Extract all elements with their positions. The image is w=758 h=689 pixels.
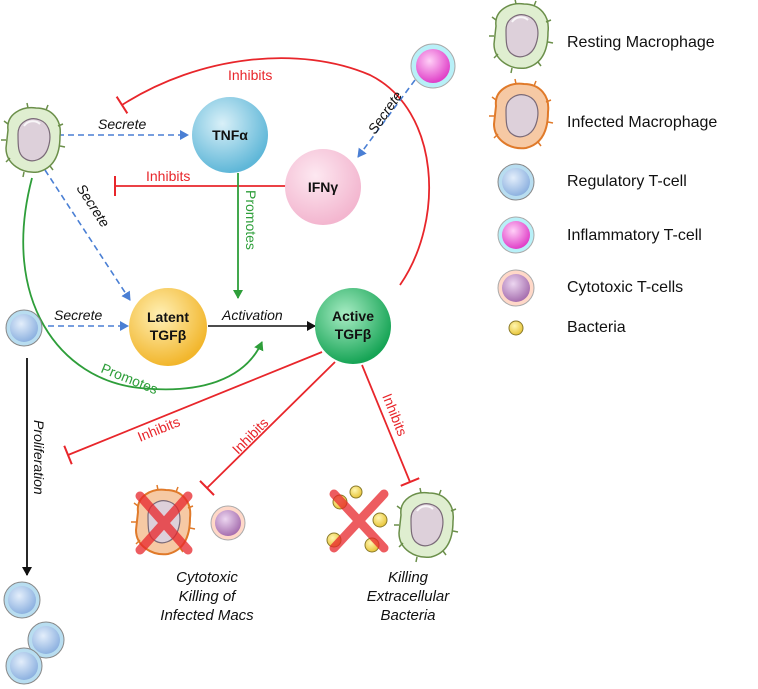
caption-killing: Killing Extracellular Bacteria — [367, 569, 451, 624]
promotes-label-tnfa: Promotes — [243, 190, 259, 250]
secrete-arrow-mac-latent — [44, 169, 131, 301]
cytotoxic-t-cell — [210, 505, 246, 541]
active-tgfb-label-2: TGFβ — [335, 326, 372, 342]
inhibits-label-ifny: Inhibits — [146, 168, 190, 184]
regulatory-t-cell-left — [5, 309, 43, 347]
legend-resting-label: Resting Macrophage — [567, 34, 715, 51]
x-mark-bacteria — [329, 489, 389, 553]
latent-tgfb-label-1: Latent — [147, 309, 189, 325]
x-mark-infected — [135, 491, 193, 555]
active-tgfb-node: Active TGFβ — [315, 288, 391, 364]
legend-regulatory-label: Regulatory T-cell — [567, 173, 687, 190]
svg-text:Cytotoxic: Cytotoxic — [176, 569, 238, 586]
regulatory-t-cell-prolif-1 — [3, 581, 41, 619]
active-tgfb-label-1: Active — [332, 308, 374, 324]
latent-tgfb-node: Latent TGFβ — [129, 288, 207, 366]
inhibit-arc-active-to-macrophage — [115, 57, 431, 286]
cytotoxic-t-cell-icon — [497, 269, 535, 307]
inflammatory-t-cell-top — [410, 43, 456, 89]
inflammatory-t-cell-icon — [497, 216, 535, 254]
svg-text:Killing of: Killing of — [179, 588, 238, 605]
inhibit-arrow-active-cytotoxic — [199, 361, 336, 496]
inhibit-arrow-active-proliferation — [63, 351, 323, 465]
promotes-label-mac: Promotes — [99, 360, 161, 397]
bacteria-icon — [508, 320, 524, 336]
svg-text:Extracellular: Extracellular — [367, 588, 451, 605]
regulatory-t-cell-icon — [497, 163, 535, 201]
caption-cytotoxic: Cytotoxic Killing of Infected Macs — [160, 569, 254, 624]
secrete-label-treg: Secrete — [54, 307, 102, 323]
regulatory-t-cell-prolif-2 — [27, 621, 65, 659]
svg-text:Infected Macs: Infected Macs — [160, 607, 254, 624]
legend: Resting Macrophage Infected Macrophage R… — [488, 0, 717, 336]
secrete-label-mac-tnfa: Secrete — [98, 116, 146, 132]
secrete-arrow-inflam-ifny — [357, 79, 416, 158]
legend-cytotoxic-label: Cytotoxic T-cells — [567, 279, 683, 296]
ifny-label: IFNγ — [308, 179, 339, 195]
svg-text:Killing: Killing — [388, 569, 429, 586]
legend-infected-label: Infected Macrophage — [567, 114, 717, 131]
tnfa-label: TNFα — [212, 127, 248, 143]
promote-arrow-mac-activation — [22, 177, 264, 391]
tnfa-node: TNFα — [192, 97, 268, 173]
infected-macrophage-icon — [488, 78, 554, 150]
activation-label: Activation — [221, 307, 283, 323]
legend-inflammatory-label: Inflammatory T-cell — [567, 227, 702, 244]
regulatory-t-cell-prolif-3 — [5, 647, 43, 685]
inhibit-arrow-active-bacteria — [361, 364, 420, 487]
inhibits-label-top: Inhibits — [228, 67, 272, 83]
resting-macrophage-main — [0, 102, 66, 178]
inhibits-label-bacteria: Inhibits — [379, 391, 410, 438]
svg-text:Bacteria: Bacteria — [380, 607, 435, 624]
inhibits-label-cytotoxic: Inhibits — [229, 414, 272, 457]
resting-macrophage-icon — [488, 0, 554, 74]
proliferation-label: Proliferation — [31, 420, 47, 495]
latent-tgfb-label-2: TGFβ — [150, 327, 187, 343]
ifny-node: IFNγ — [285, 149, 361, 225]
secrete-label-inflam: Secrete — [364, 88, 405, 137]
resting-macrophage-bacteria — [393, 487, 459, 563]
legend-bacteria-label: Bacteria — [567, 319, 626, 336]
